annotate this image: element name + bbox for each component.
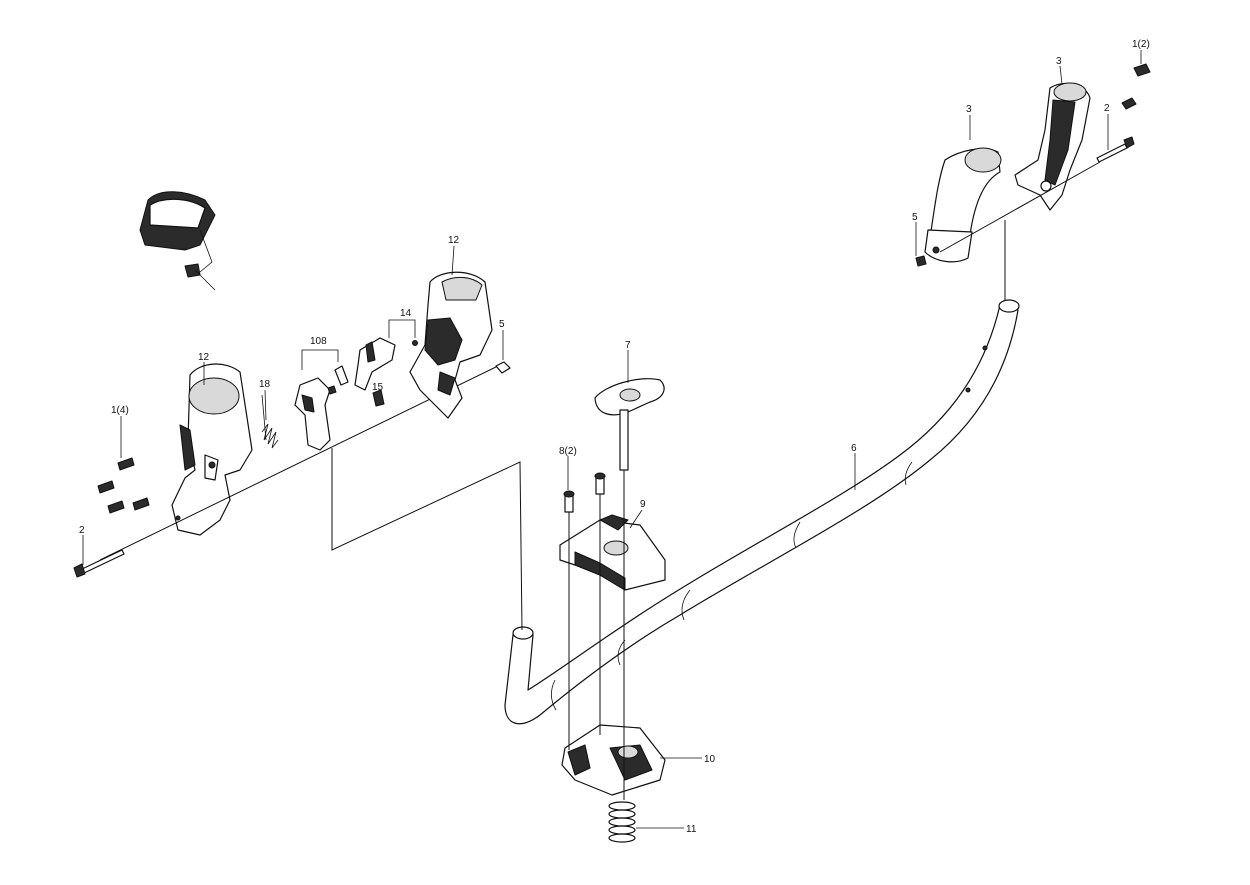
housing-12-top xyxy=(409,271,493,419)
trigger-108 xyxy=(294,365,349,451)
top-left-detached-housing xyxy=(139,191,216,291)
callout-15: 15 xyxy=(372,382,384,393)
callout-14: 14 xyxy=(400,308,412,319)
callout-1-2: 1(2) xyxy=(1132,39,1150,50)
handlebar-tube xyxy=(504,299,1020,725)
nut-5-left xyxy=(495,361,511,374)
callout-12-top: 12 xyxy=(448,235,460,246)
callout-108: 108 xyxy=(310,336,327,347)
callout-18: 18 xyxy=(259,379,271,390)
right-grip-sleeve xyxy=(924,147,1002,263)
clamp-base-10 xyxy=(561,724,666,796)
leader-lines xyxy=(82,50,1142,829)
callout-7: 7 xyxy=(625,340,631,351)
callout-2-right: 2 xyxy=(1104,103,1110,114)
callout-10: 10 xyxy=(704,754,716,765)
clamp-top-9 xyxy=(559,514,666,591)
callout-12-left: 12 xyxy=(198,352,210,363)
callout-3-right-outer: 3 xyxy=(1056,56,1062,67)
right-grip-housing xyxy=(1014,82,1091,211)
callout-2-left: 2 xyxy=(79,525,85,536)
knob-7 xyxy=(594,378,665,471)
cable-routing-line xyxy=(331,448,523,631)
screws-8 xyxy=(563,472,606,513)
throttle-lever-14 xyxy=(354,337,418,407)
callout-9: 9 xyxy=(640,499,646,510)
left-grip-housing xyxy=(171,363,253,536)
right-axis-line xyxy=(939,161,1101,253)
callout-6: 6 xyxy=(851,443,857,454)
callout-labels: 1(2) 3 3 2 5 12 14 5 108 12 18 15 1(4) 2… xyxy=(79,39,1150,835)
callout-8-2: 8(2) xyxy=(559,446,577,457)
left-screws xyxy=(97,457,150,514)
spring-18 xyxy=(261,394,279,449)
right-grip-bolts xyxy=(915,63,1151,267)
callout-1-4: 1(4) xyxy=(111,405,129,416)
callout-5-right: 5 xyxy=(912,212,918,223)
spring-11 xyxy=(608,801,636,843)
left-long-bolt xyxy=(73,549,125,578)
callout-11: 11 xyxy=(686,824,697,835)
callout-3-right-inner: 3 xyxy=(966,104,972,115)
callout-5-left: 5 xyxy=(499,319,505,330)
